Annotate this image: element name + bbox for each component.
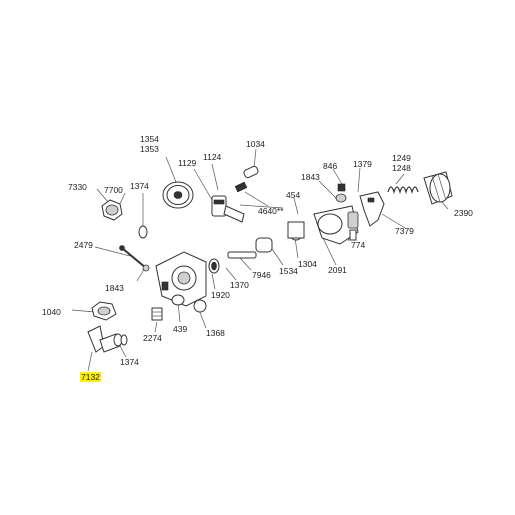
stem-part-7946 xyxy=(227,251,257,259)
oring-part-1374-bottom xyxy=(120,334,128,346)
label-1304: 1304 xyxy=(298,259,317,269)
label-1374-top: 1374 xyxy=(130,181,149,191)
label-1248: 1248 xyxy=(392,163,411,173)
plug-part-2274 xyxy=(151,307,163,321)
label-2274: 2274 xyxy=(143,333,162,343)
label-7132-highlighted: 7132 xyxy=(80,372,101,382)
label-1034: 1034 xyxy=(246,139,265,149)
sleeve-part-1534 xyxy=(255,237,273,253)
nut-part-7330 xyxy=(101,199,123,221)
label-846: 846 xyxy=(323,161,338,171)
label-1534: 1534 xyxy=(279,266,298,276)
label-1124: 1124 xyxy=(203,152,222,162)
label-2479: 2479 xyxy=(74,240,93,250)
label-1379: 1379 xyxy=(353,159,372,169)
bolt-part-2479 xyxy=(119,245,147,269)
label-1353: 1353 xyxy=(140,144,159,154)
label-439: 439 xyxy=(173,324,188,334)
label-4640: 4640** xyxy=(258,206,284,216)
label-7946: 7946 xyxy=(252,270,271,280)
gauge-part-1354 xyxy=(162,181,194,209)
label-2091: 2091 xyxy=(328,265,347,275)
label-1354: 1354 xyxy=(140,134,159,144)
small-part-1843-mid xyxy=(142,264,150,272)
label-7330: 7330 xyxy=(68,182,87,192)
label-2390: 2390 xyxy=(454,208,473,218)
pin-part-1034 xyxy=(234,165,259,193)
nut-part-2390 xyxy=(423,171,453,205)
spring-part-1249 xyxy=(387,186,419,195)
oring-part-1374-top xyxy=(138,225,148,239)
label-1249: 1249 xyxy=(392,153,411,163)
label-1040: 1040 xyxy=(42,307,61,317)
ring-part-1370 xyxy=(208,258,220,274)
label-1843-top: 1843 xyxy=(301,172,320,182)
label-1354-1353: 1354 1353 xyxy=(140,134,159,154)
cylinder-part-1304 xyxy=(287,221,305,241)
main-housing xyxy=(155,251,207,307)
trigger-part-1379 xyxy=(359,191,385,227)
elbow-part-7132 xyxy=(87,325,123,353)
label-7700: 7700 xyxy=(104,185,123,195)
label-1920: 1920 xyxy=(211,290,230,300)
label-1368: 1368 xyxy=(206,328,225,338)
valve-body-part-454 xyxy=(313,205,359,245)
small-part-1843-top xyxy=(335,193,347,203)
label-7379: 7379 xyxy=(395,226,414,236)
label-1129: 1129 xyxy=(178,158,197,168)
label-1249-1248: 1249 1248 xyxy=(392,153,411,173)
label-1370: 1370 xyxy=(230,280,249,290)
label-1843-mid: 1843 xyxy=(105,283,124,293)
label-454: 454 xyxy=(286,190,301,200)
fitting-part-1124 xyxy=(211,195,245,223)
oring-part-1368 xyxy=(193,299,207,313)
small-part-846 xyxy=(337,183,346,192)
label-1374-bottom: 1374 xyxy=(120,357,139,367)
leader-lines xyxy=(71,148,449,372)
label-774: 774 xyxy=(351,240,366,250)
part-439 xyxy=(171,294,185,306)
nut-part-1040 xyxy=(91,301,117,321)
